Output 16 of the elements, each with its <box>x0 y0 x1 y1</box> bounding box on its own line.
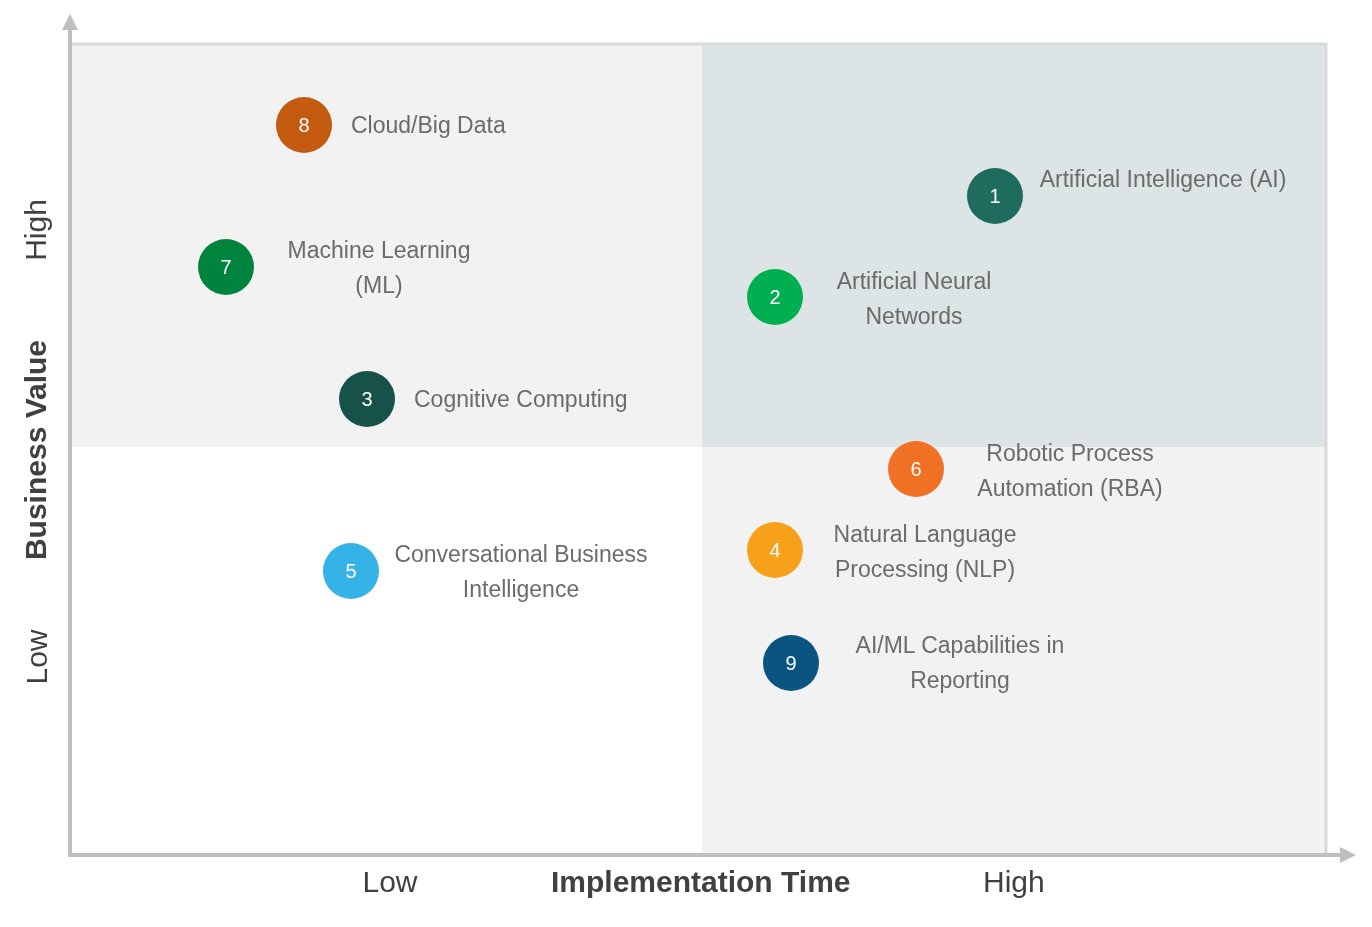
axis-tick-label: Low <box>362 865 418 899</box>
item-label: Cloud/Big Data <box>351 111 507 140</box>
item-label: Conversational Business Intelligence <box>393 540 649 604</box>
item-label: Machine Learning (ML) <box>286 236 472 300</box>
item-label: Natural Language Processing (NLP) <box>832 520 1018 584</box>
axis-title: Implementation Time <box>551 865 851 899</box>
number-badge: 5 <box>323 543 379 599</box>
axis-title: Business Value <box>19 339 54 561</box>
item-label: Artificial Intelligence (AI) <box>1038 165 1288 194</box>
item-label: Robotic Process Automation (RBA) <box>976 439 1164 503</box>
axis-tick-label: Low <box>19 629 53 685</box>
axis-tick-label: High <box>18 199 53 261</box>
item-label: Cognitive Computing <box>414 385 629 414</box>
axis-tick-label: High <box>983 865 1045 899</box>
item-label: AI/ML Capabilities in Reporting <box>854 631 1066 695</box>
item-label: Artificial Neural Networds <box>835 267 993 331</box>
